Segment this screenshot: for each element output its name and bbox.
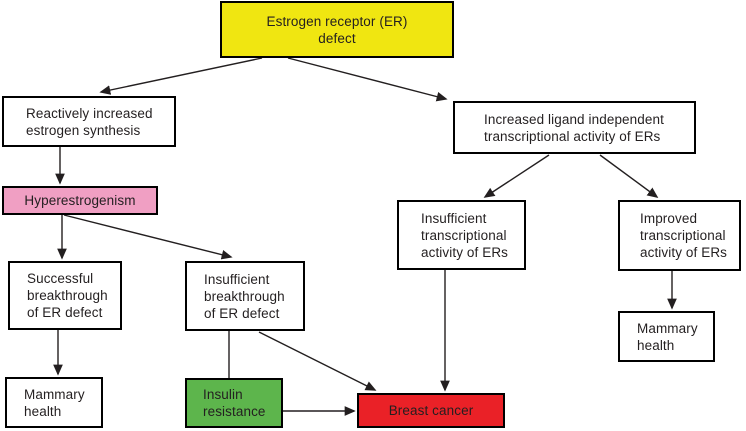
arrow-ligand-independent-to-insufficient-transcriptional [483,154,550,198]
node-insufficient-transcriptional: Insufficient transcriptional activity of… [397,200,526,270]
arrow-er-defect-to-ligand-independent [287,57,448,102]
node-reactive-synthesis: Reactively increased estrogen synthesis [2,96,176,147]
node-mammary-health-right: Mammary health [618,311,715,362]
node-breast-cancer: Breast cancer [357,393,505,428]
node-ligand-independent: Increased ligand independent transcripti… [453,101,696,154]
arrow-ligand-independent-to-improved-transcriptional [599,154,659,198]
arrow-er-defect-to-reactive-synthesis [99,57,263,95]
node-insufficient-breakthrough: Insufficient breakthrough of ER defect [185,261,305,331]
arrow-hyperestrogenism-to-insufficient-breakthrough [63,214,233,260]
node-improved-transcriptional: Improved transcriptional activity of ERs [618,200,741,271]
arrow-insufficient-breakthrough-to-breast-cancer [258,331,377,391]
node-er-defect: Estrogen receptor (ER) defect [220,1,454,58]
node-successful-breakthrough: Successful breakthrough of ER defect [8,261,122,330]
node-insulin-resistance: Insulin resistance [185,378,283,428]
node-hyperestrogenism: Hyperestrogenism [2,186,158,215]
node-mammary-health-left: Mammary health [5,377,103,428]
